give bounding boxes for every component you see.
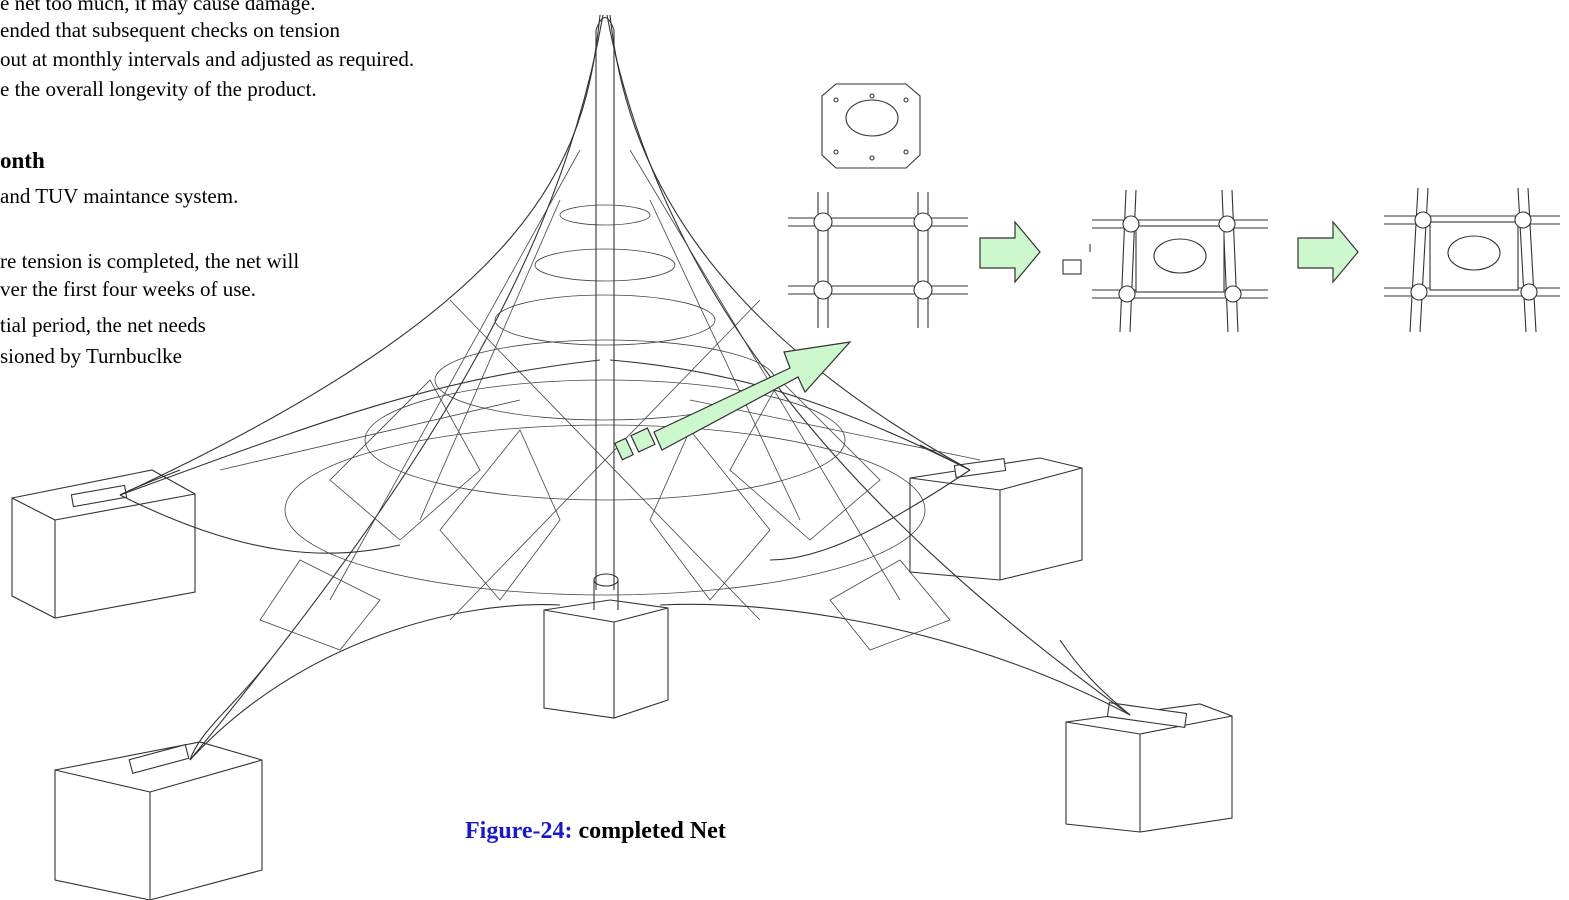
body-text-line: e the overall longevity of the product. (0, 77, 317, 101)
body-text-line: out at monthly intervals and adjusted as… (0, 47, 415, 71)
section-heading: onth (0, 148, 45, 173)
figure-title: completed Net (572, 818, 726, 844)
base-plate-icon (821, 83, 921, 169)
body-text-line: ended that subsequent checks on tension (0, 18, 340, 42)
body-text-line: e net too much, it may cause damage. (0, 0, 316, 15)
foundation-block-front-left (54, 741, 263, 900)
body-text-line: tial period, the net needs (0, 313, 206, 337)
foundation-block-front-right (1065, 702, 1233, 833)
detail-pointer-arrow (613, 341, 852, 461)
body-text-line: ver the first four weeks of use. (0, 277, 256, 301)
foundation-block-center (543, 573, 669, 719)
process-arrow-icon (1297, 220, 1359, 284)
body-text-line: sioned by Turnbuclke (0, 344, 183, 368)
figure-caption: Figure-24: completed Net (465, 818, 726, 845)
foundation-block-left (11, 469, 196, 619)
central-mast (595, 16, 615, 590)
body-text-line: and TUV maintance system. (0, 184, 239, 208)
body-text-line: re tension is completed, the net will (0, 249, 300, 273)
plate-assembly-icon (1062, 189, 1268, 333)
figure-number: Figure-24: (465, 818, 573, 844)
net-outer-ropes (119, 14, 1131, 761)
net-mesh (219, 149, 981, 651)
process-arrow-icon (979, 220, 1041, 284)
net-junction-icon (788, 192, 968, 328)
assembled-junction-icon (1384, 187, 1560, 333)
turnbuckle-cables (119, 444, 1131, 761)
foundation-block-right (909, 457, 1083, 581)
